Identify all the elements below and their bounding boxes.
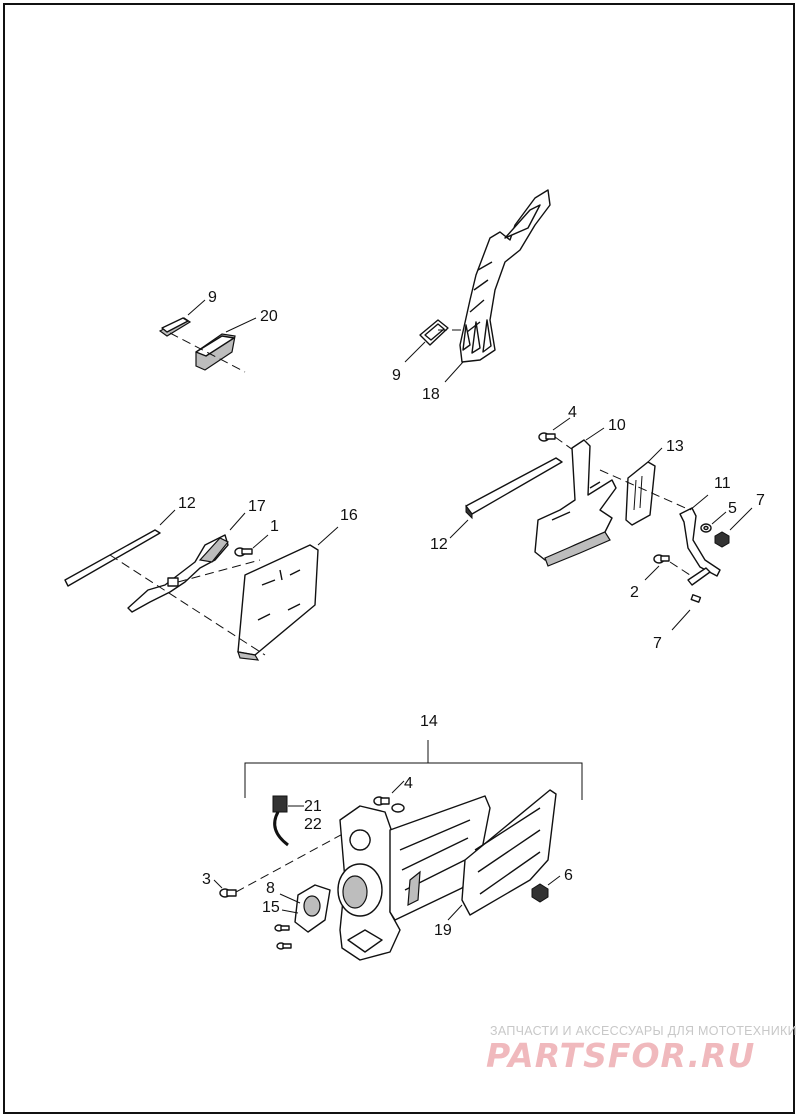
callout-13: 13	[666, 438, 684, 455]
callout-16: 16	[340, 507, 358, 524]
part-bracket-18	[459, 189, 551, 363]
callout-6: 6	[564, 867, 573, 884]
callout-7-upper: 7	[756, 492, 765, 509]
part-plate-19	[389, 789, 557, 921]
callout-9-upper-left: 9	[208, 289, 217, 306]
group-bracket-14	[244, 762, 583, 800]
part-bracket-10	[534, 439, 617, 567]
callout-2: 2	[630, 584, 639, 601]
part-bracket-17	[127, 534, 229, 613]
callout-5: 5	[728, 500, 737, 517]
part-nut-6	[531, 883, 549, 903]
part-nut-7	[714, 531, 730, 548]
part-pad-20	[195, 333, 236, 371]
callout-8: 8	[266, 880, 275, 897]
callout-10: 10	[608, 417, 626, 434]
part-bracket-11	[679, 507, 721, 586]
callout-4-lower: 4	[404, 775, 413, 792]
part-strip-12-left	[64, 529, 161, 587]
callout-15: 15	[262, 899, 280, 916]
callout-4-upper: 4	[568, 404, 577, 421]
callout-17: 17	[248, 498, 266, 515]
part-plate-13	[625, 461, 656, 526]
callout-12-right: 12	[430, 536, 448, 553]
callout-19: 19	[434, 922, 452, 939]
part-screw-4-lower	[373, 796, 405, 813]
diagram-frame	[3, 3, 795, 1114]
callout-1: 1	[270, 518, 279, 535]
part-clamp-8-15	[294, 884, 331, 933]
callout-3: 3	[202, 871, 211, 888]
part-gasket-9	[419, 319, 449, 346]
watermark-tagline: ЗАПЧАСТИ И АКСЕССУАРЫ ДЛЯ МОТОТЕХНИКИ	[490, 1024, 797, 1038]
part-screw-3	[219, 888, 237, 898]
watermark-logo: PARTSFOR.RU	[486, 1036, 756, 1075]
part-screw-1	[234, 547, 253, 557]
callout-9-center: 9	[392, 367, 401, 384]
part-strip-12	[465, 457, 563, 520]
callout-7-lower: 7	[653, 635, 662, 652]
callout-18: 18	[422, 386, 440, 403]
part-washer-5	[700, 523, 712, 533]
part-connector-21-22	[272, 795, 289, 847]
part-screw-4	[538, 432, 556, 442]
callout-14: 14	[420, 713, 438, 730]
callout-20: 20	[260, 308, 278, 325]
part-gasket-small	[158, 317, 192, 337]
part-mount-body	[337, 805, 401, 961]
callout-12-left: 12	[178, 495, 196, 512]
callout-11: 11	[714, 475, 731, 492]
part-screws-small	[274, 924, 292, 950]
callout-21: 21	[304, 798, 322, 815]
part-screw-2	[653, 554, 670, 564]
part-pin-7	[690, 594, 702, 603]
callout-22: 22	[304, 816, 322, 833]
part-plate-16	[237, 544, 319, 661]
